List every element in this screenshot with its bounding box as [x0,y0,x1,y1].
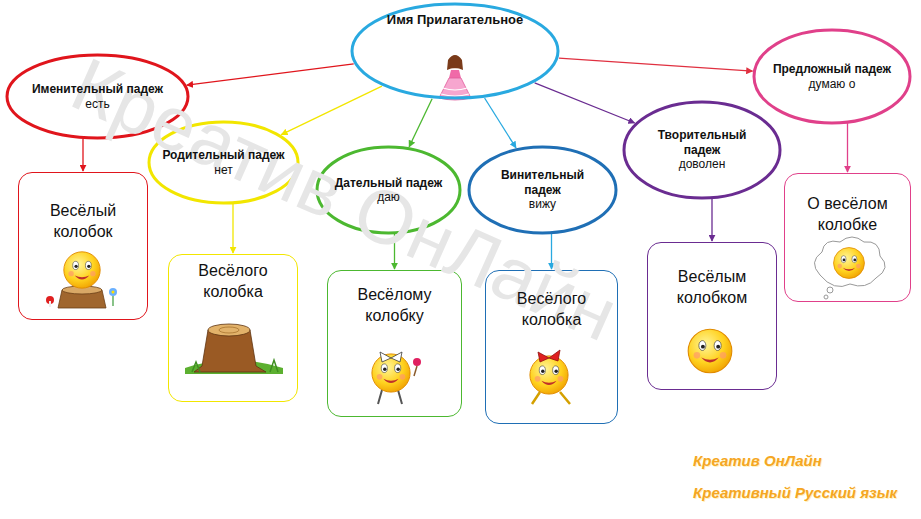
kolobok-with-bow [372,352,421,404]
connector-arrow [82,138,83,171]
brand-label: Креативный Русский язык [693,484,897,501]
connector-arrow [535,83,635,123]
node-body: думаю о [809,77,856,91]
node-heading: Предложный падеж [773,62,891,76]
connector-arrow [281,86,382,134]
connector-arrow [485,98,516,148]
node-heading: Родительный падеж [162,148,284,162]
connector-arrow [559,58,753,71]
tree-stump [185,324,283,374]
node-body: вижу [529,197,556,211]
brand-label: Креатив ОнЛайн [693,452,822,469]
connector-arrow [409,99,432,147]
kolobok-with-bow [530,350,570,404]
connector-arrow [847,123,848,172]
node-heading: Винительный падеж [482,168,603,197]
node-body: доволен [679,157,726,171]
node-heading: Имя Прилагательное [387,12,523,28]
laughing-kolobok [688,329,732,373]
princess-figure [439,55,471,100]
node-heading: Весёлым колобком [655,267,769,309]
example-box: О весёлом колобке [784,173,911,302]
connector-arrow [232,204,233,253]
node-heading: Дательный падеж [335,176,443,190]
node-heading: Весёлого колобка [493,289,610,331]
node-body: есть [85,97,109,111]
node-heading: Именительный падеж [32,82,163,96]
node-heading: Весёлому колобку [335,285,454,327]
node-body: даю [377,190,400,204]
example-box: Весёлого колобка [168,254,298,402]
case-ellipse: Творительный падеждоволен [622,100,782,200]
kolobok-on-stump [46,252,117,308]
node-heading: Творительный падеж [638,128,766,157]
thought-cloud [814,237,885,299]
connector-arrow [711,199,712,241]
case-ellipse: Имя Прилагательное [350,2,560,100]
node-body: нет [214,163,232,177]
node-heading: О весёлом колобке [792,194,903,236]
connector-arrow [187,64,354,85]
node-heading: Весёлый колобок [26,201,140,243]
example-box: Весёлому колобку [327,270,462,417]
example-box: Весёлым колобком [647,242,777,390]
example-box: Весёлый колобок [18,172,148,320]
node-heading: Весёлого колобка [176,261,290,303]
case-ellipse: Предложный падеждумаю о [752,28,912,125]
